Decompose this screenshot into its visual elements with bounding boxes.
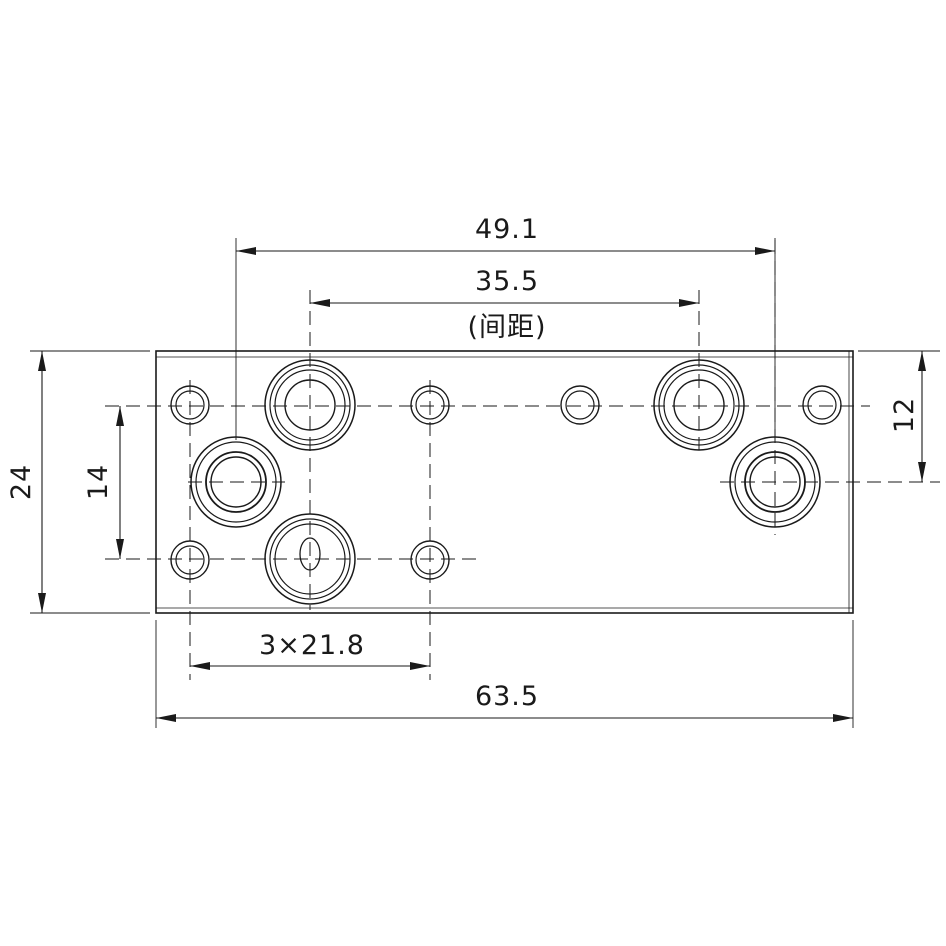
dim-label-bottom-inner: 3×21.8 bbox=[259, 630, 365, 661]
small-holes bbox=[170, 385, 842, 580]
dimension-lines bbox=[38, 247, 926, 722]
port-top-left bbox=[264, 359, 356, 451]
small-hole bbox=[560, 385, 600, 425]
dim-label-top-outer: 49.1 bbox=[475, 214, 539, 245]
dim-label-left-inner: 14 bbox=[83, 464, 114, 500]
dim-label-top-inner-note: (间距) bbox=[467, 312, 546, 343]
small-hole bbox=[170, 385, 210, 425]
small-hole bbox=[410, 540, 450, 580]
extension-lines bbox=[30, 238, 940, 728]
port-top-right bbox=[653, 359, 745, 451]
small-hole bbox=[170, 540, 210, 580]
port-bottom bbox=[264, 513, 356, 605]
dim-label-top-inner: 35.5 bbox=[475, 266, 539, 297]
dim-label-right-height: 12 bbox=[889, 397, 920, 433]
small-hole bbox=[410, 385, 450, 425]
small-hole bbox=[802, 385, 842, 425]
large-ports bbox=[190, 359, 821, 605]
dimension-labels: 49.1 35.5 (间距) 3×21.8 63.5 24 14 12 bbox=[6, 214, 920, 712]
dim-label-left-outer: 24 bbox=[6, 464, 37, 500]
dim-label-bottom-outer: 63.5 bbox=[475, 681, 539, 712]
